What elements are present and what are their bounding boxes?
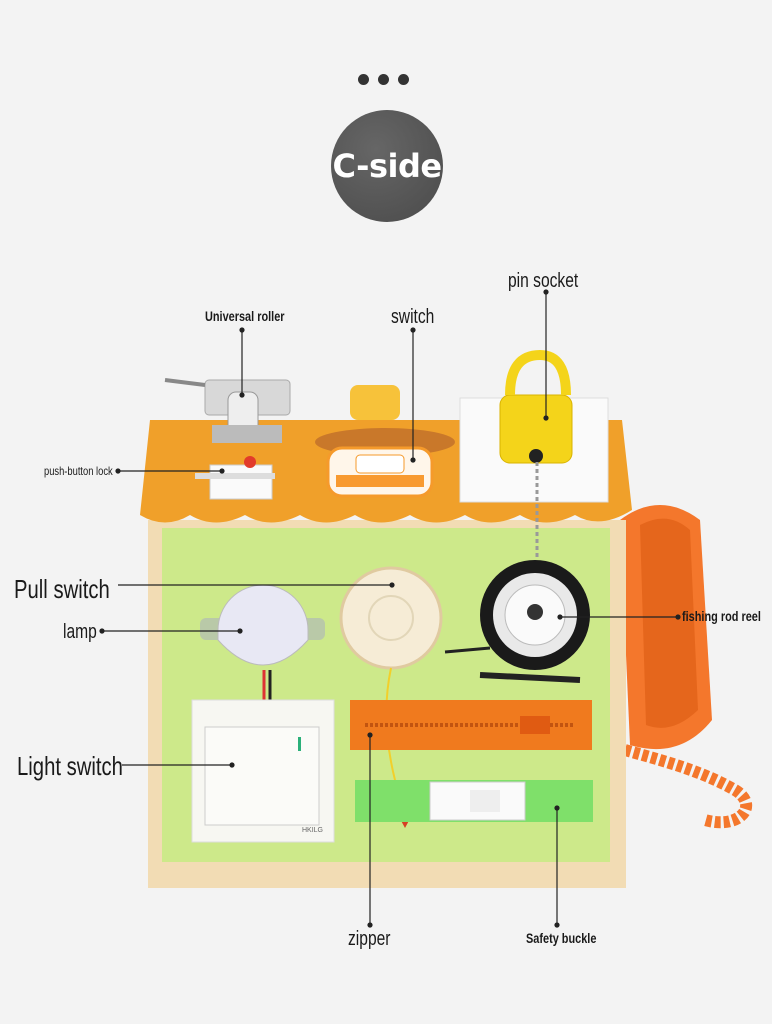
label-universal-roller: Universal roller	[205, 308, 285, 324]
label-lamp: lamp	[63, 621, 97, 643]
universal-roller	[164, 378, 291, 443]
lamp	[200, 584, 325, 700]
callout-lines	[99, 289, 681, 928]
switch-brand-text: HKILG	[302, 827, 323, 834]
dot	[378, 74, 389, 85]
pin-socket	[459, 349, 609, 560]
label-light-switch: Light switch	[17, 751, 123, 781]
safety-buckle	[355, 780, 593, 822]
phone-handset	[620, 505, 753, 829]
dot	[398, 74, 409, 85]
zipper	[350, 700, 592, 750]
fishing-reel	[444, 560, 590, 683]
dot	[358, 74, 369, 85]
side-badge: C-side	[331, 110, 443, 222]
pull-switch	[339, 566, 443, 828]
label-safety-buckle: Safety buckle	[526, 930, 597, 946]
pagination-dots	[358, 74, 409, 85]
label-pin-socket: pin socket	[508, 270, 579, 292]
light-switch: HKILG	[191, 699, 335, 843]
label-zipper: zipper	[348, 928, 391, 950]
label-switch: switch	[391, 306, 435, 328]
roof-switch	[326, 385, 434, 498]
label-pull-switch: Pull switch	[14, 574, 110, 604]
label-fishing-rod-reel: fishing rod reel	[682, 608, 761, 624]
label-push-button-lock: push-button lock	[44, 464, 113, 478]
